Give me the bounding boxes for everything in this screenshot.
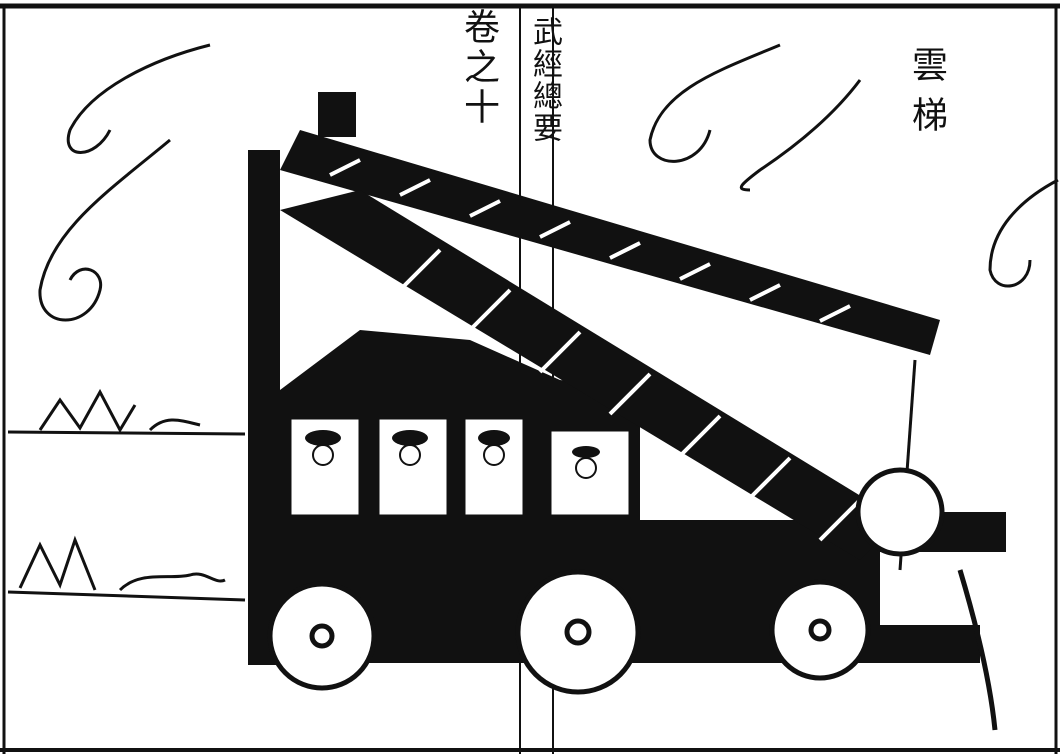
wheels: [267, 467, 945, 695]
volume-label: 卷之十: [458, 8, 499, 128]
book-title: 武經總要: [527, 16, 562, 144]
ladders: [280, 130, 998, 731]
soldiers: [305, 430, 600, 479]
ground-lines: [7, 388, 246, 602]
cloud-motifs: [38, 43, 1059, 322]
illustration-title: 雲梯: [906, 46, 947, 146]
